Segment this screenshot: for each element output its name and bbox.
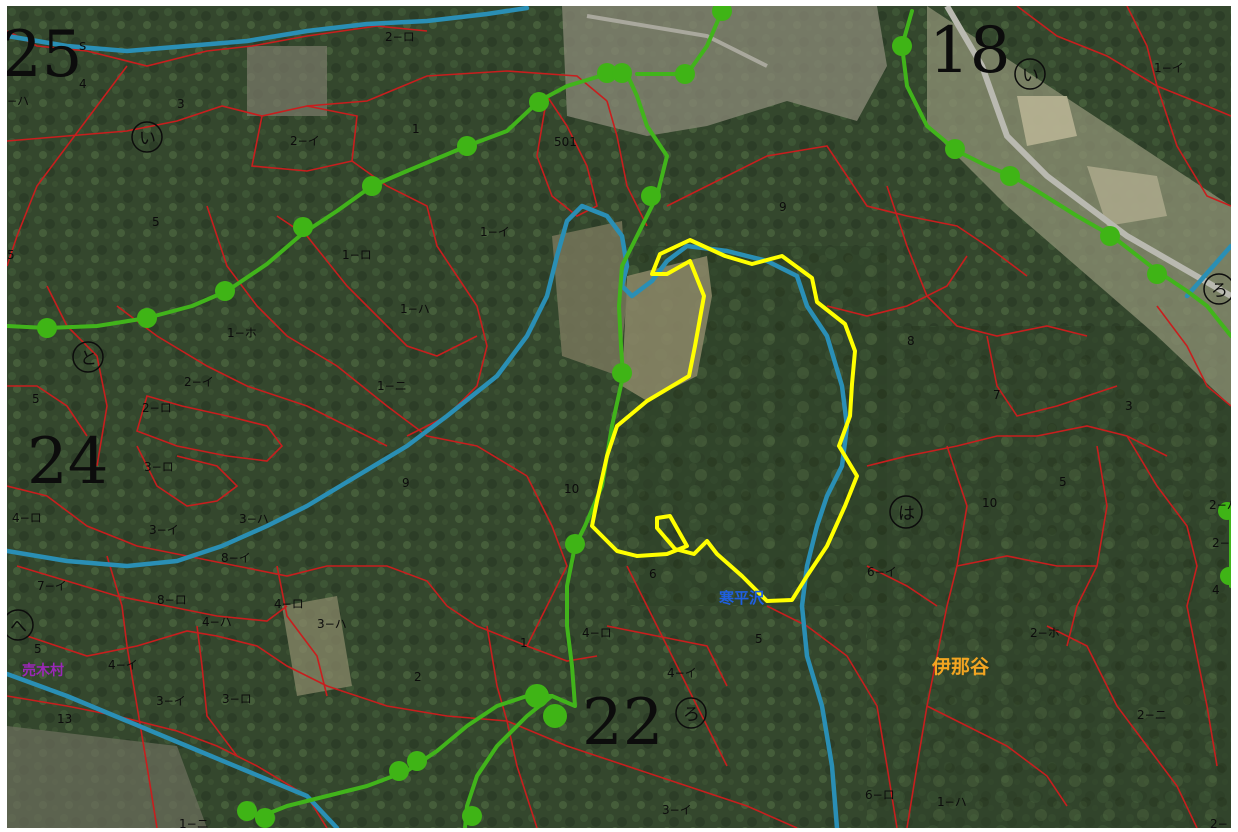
lot-number: 1 [520,636,528,650]
circled-label: い [1014,58,1046,90]
lot-number: 3−ロ [222,692,252,706]
lot-number: 4 [1212,583,1220,597]
lot-number: 2−ロ [142,401,172,415]
svg-text:は: は [898,504,915,524]
lot-number: 2−ホ [1030,626,1060,640]
circled-label: い [131,121,163,153]
lot-boundaries [7,6,1231,828]
svg-text:い: い [139,129,156,149]
section-number-25: 25 [7,18,82,92]
svg-text:へ: へ [10,617,27,637]
lot-number: 501 [554,135,577,149]
svg-text:と: と [80,349,97,369]
lot-number: 4−ロ [274,597,304,611]
lot-number: 4−ロ [582,626,612,640]
svg-text:ろ: ろ [1211,281,1228,301]
circled-label: は [889,495,923,529]
svg-text:い: い [1022,66,1039,86]
circled-label: と [72,341,104,373]
lot-number: 8−イ [221,551,251,565]
rice-fields [1087,166,1167,226]
lot-number: 7−イ [37,579,67,593]
lot-number: 1 [412,122,420,136]
lot-number: 1−イ [480,225,510,239]
rice-fields [1017,96,1077,146]
river-name-label: 寒平沢 [719,589,765,607]
route-nodes [37,6,1231,828]
lot-number: 1−ロ [342,248,372,262]
section-number-24: 24 [27,425,108,499]
highlighted-area-boundary[interactable] [590,238,859,603]
lot-number: 2− [1212,536,1230,550]
lot-number: 1−ニ [179,817,209,828]
svg-text:ろ: ろ [683,705,700,725]
forest-texture-dark [867,326,1231,828]
place-name-urugimura: 売木村 [22,662,64,679]
lot-number: 7 [993,388,1001,402]
lot-number: 2−イ [290,134,320,148]
section-suffix: s [79,38,86,54]
lot-number: 1−ホ [227,326,257,340]
rice-fields [927,6,1231,406]
rivers [7,6,1231,828]
lot-number: 3 [177,97,185,111]
clearing-field [282,596,352,696]
lot-number: 3 [1125,399,1133,413]
lot-number: 5 [7,248,15,262]
village-area [562,6,887,136]
lot-number: 3−イ [662,803,692,817]
lot-number: 1−ニ [377,379,407,393]
lot-number: 1−ハ [400,302,430,316]
lot-number: 10 [982,496,997,510]
lot-number: 4−ハ [202,615,232,629]
lot-number-labels: 2−ロ 4 −ハ 3 2−イ 1 501 5 5 1−ロ 1−イ 1−ハ 1−ホ… [7,30,1231,828]
lot-number: 6−イ [867,565,897,579]
clearing-field [552,221,627,376]
lot-number: 2−ニ [1137,708,1167,722]
lot-number: 2−ロ [385,30,415,44]
place-name-inadani: 伊那谷 [931,655,990,678]
lot-number: 13 [57,712,72,726]
lot-number: 2 [414,670,422,684]
village-area [247,46,327,116]
circled-label: ろ [1203,273,1231,305]
lot-number: 5 [34,642,42,656]
lot-number: 3−ハ [317,617,347,631]
road [586,14,768,68]
lot-number: 6 [649,567,657,581]
lot-number: 4−イ [667,666,697,680]
lot-number: 8−ロ [157,593,187,607]
lot-number: 2− [1210,817,1228,828]
section-number-22: 22 [582,686,663,760]
lot-number: 5 [755,632,763,646]
lot-number: 5 [32,392,40,406]
lot-number: 10 [564,482,579,496]
village-area [7,726,207,828]
lot-number: 3−イ [156,694,186,708]
lot-number: 5 [152,215,160,229]
lot-number: 6−ロ [865,788,895,802]
lot-number: 4−ロ [12,511,42,525]
lot-number: 3−イ [149,523,179,537]
forest-map[interactable]: 25 s 18 24 22 い と へ い ろ は ろ 伊那谷 売木村 寒平沢 … [7,6,1231,828]
road [944,6,1231,299]
lot-number: 1−イ [1154,61,1184,75]
lot-number: 4 [79,77,87,91]
lot-number: 9 [779,200,787,214]
section-number-18: 18 [929,14,1010,88]
circled-label: ろ [675,697,707,729]
circled-label: へ [7,609,34,641]
lot-number: 3−ハ [239,512,269,526]
lot-number: 1−ハ [937,795,967,809]
lot-number: 5 [1059,475,1067,489]
lot-number: 3−ロ [144,460,174,474]
lot-number: 8 [907,334,915,348]
lot-number: 2−イ [184,375,214,389]
lot-number: −ハ [7,94,29,108]
lot-number: 2−ハ [1209,498,1231,512]
lot-number: 4−イ [108,658,138,672]
lot-number: 9 [402,476,410,490]
